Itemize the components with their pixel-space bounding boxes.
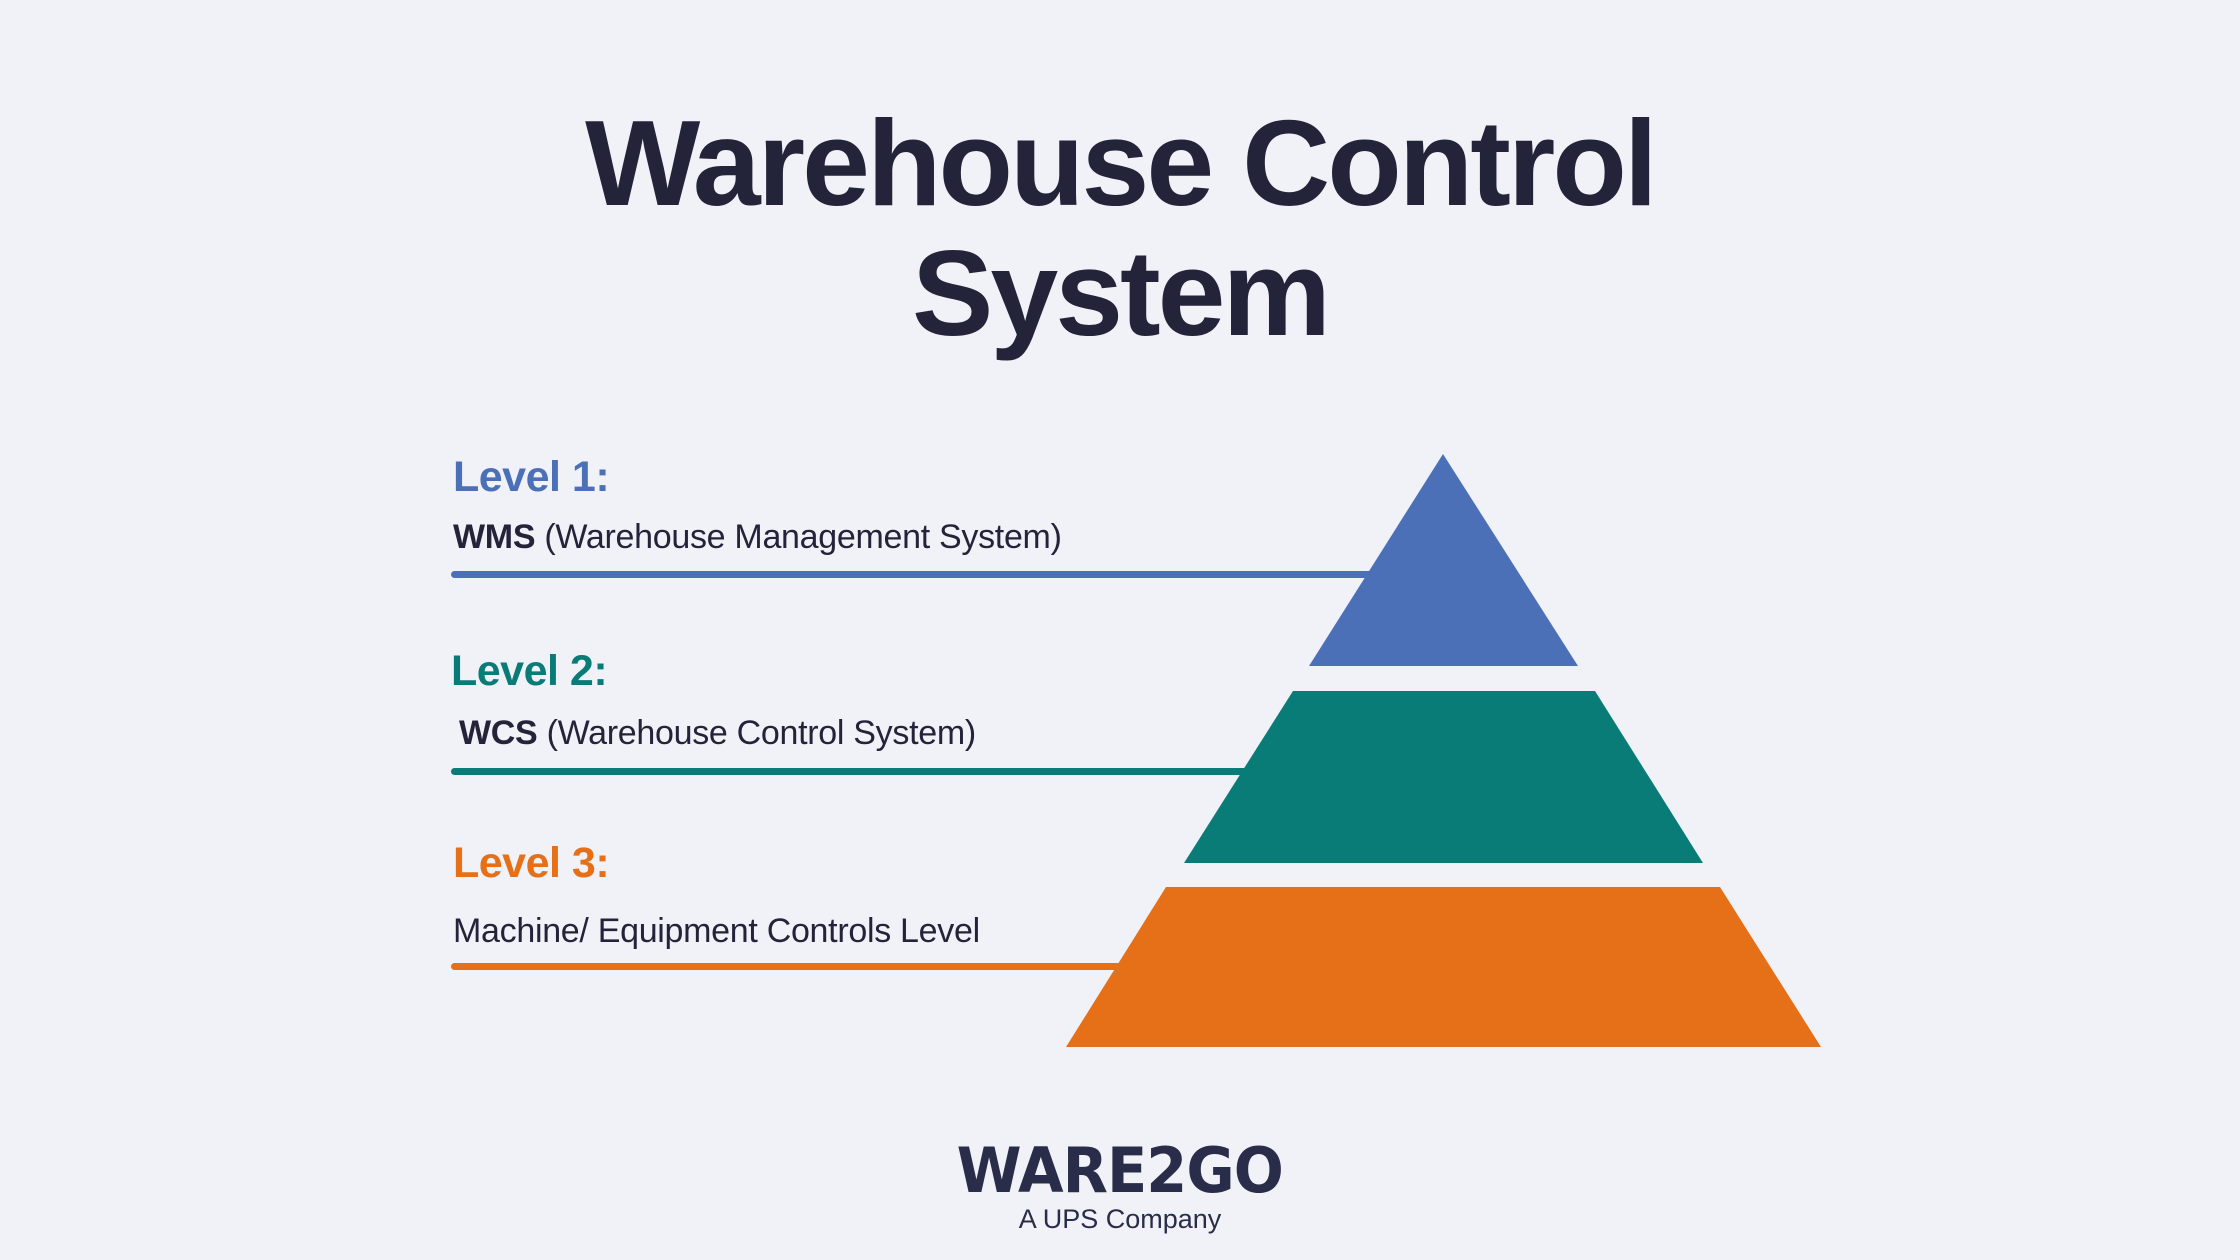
- pyramid-tier-2-wcs: [1184, 691, 1703, 863]
- level-2-label: Level 2:: [451, 647, 608, 695]
- brand-logo: WARE2GO A UPS Company: [0, 1134, 2240, 1235]
- logo-tagline: A UPS Company: [1018, 1204, 1222, 1234]
- level-2-acronym: WCS: [459, 714, 538, 752]
- level-3-description: Machine/ Equipment Controls Level: [453, 912, 980, 950]
- level-1-label: Level 1:: [453, 453, 610, 501]
- level-3-label: Level 3:: [453, 839, 610, 887]
- level-1-full-name: (Warehouse Management System): [535, 518, 1062, 556]
- pyramid-tier-1-wms: [1309, 454, 1578, 666]
- title-line-1: Warehouse Control: [585, 95, 1658, 231]
- logo-wordmark: WARE2GO: [956, 1134, 1284, 1207]
- level-1-leader-line: [451, 571, 1376, 578]
- level-2-leader-line: [451, 768, 1251, 775]
- title-line-2: System: [911, 225, 1331, 361]
- level-1-description: WMS (Warehouse Management System): [453, 520, 1062, 554]
- level-1-acronym: WMS: [453, 518, 536, 556]
- level-2-full-name: (Warehouse Control System): [537, 714, 977, 752]
- level-2-description: WCS (Warehouse Control System): [459, 716, 976, 750]
- pyramid-tier-3-machine-controls: [1066, 887, 1821, 1047]
- page-title: Warehouse Control System: [0, 98, 2240, 358]
- level-3-leader-line: [451, 963, 1123, 970]
